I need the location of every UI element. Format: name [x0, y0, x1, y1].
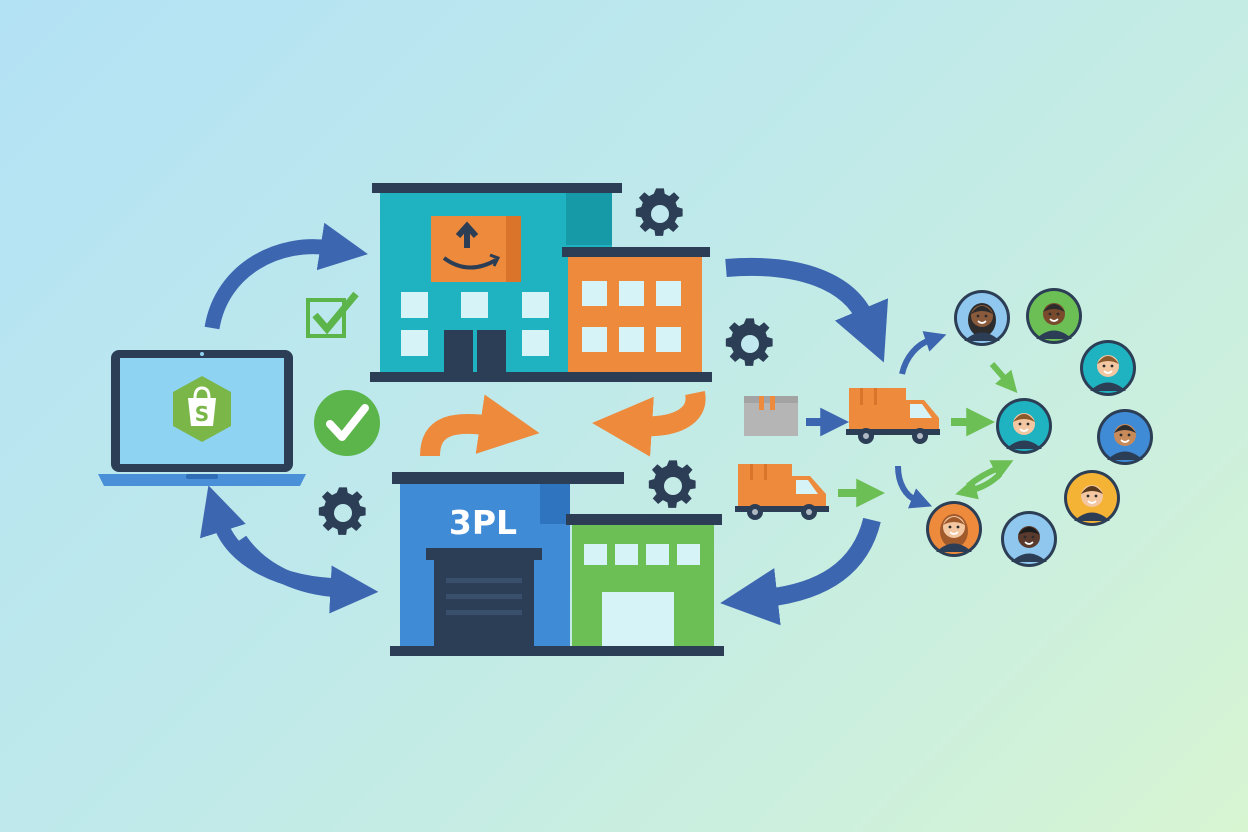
- package-icon: [744, 396, 798, 436]
- checkbox-icon: [306, 291, 359, 338]
- truck-icon: [846, 388, 940, 444]
- gear-icon: [725, 318, 773, 366]
- arrow-delivery-to-3pl: [720, 517, 881, 626]
- shopify-badge-letter: S: [195, 402, 209, 426]
- customer-avatar-icon: [926, 501, 982, 557]
- arrow-to-customer-top: [899, 331, 947, 375]
- customer-avatar-icon: [996, 398, 1052, 454]
- threepl-warehouse-icon: 3PL: [390, 472, 724, 656]
- gear-icon: [635, 188, 683, 236]
- arrow-to-customer-bottom: [895, 465, 933, 509]
- arrow-customer-referral: [989, 362, 1018, 394]
- shopify-bag-icon: S: [173, 376, 231, 442]
- customer-avatar-icon: [1064, 470, 1120, 526]
- customer-avatar-icon: [1080, 340, 1136, 396]
- customer-avatar-icon: [1097, 409, 1153, 465]
- arrow-customer-exchange-back: [955, 471, 1003, 500]
- customer-avatar-icon: [954, 290, 1010, 346]
- truck-icon: [735, 464, 829, 520]
- arrow-laptop-to-3pl: [233, 535, 379, 614]
- customer-group: [926, 288, 1153, 567]
- arrow-3pl-to-amazon: [420, 394, 540, 457]
- amazon-warehouse-icon: [370, 183, 712, 382]
- amazon-box-icon: [431, 216, 521, 282]
- gear-icon: [318, 487, 366, 535]
- customer-avatar-icon: [1026, 288, 1082, 344]
- arrow-amazon-to-delivery: [725, 257, 889, 363]
- warehouse-label: 3PL: [449, 503, 517, 542]
- check-circle-icon: [314, 390, 380, 456]
- arrow-amazon-to-3pl: [592, 391, 706, 457]
- customer-avatar-icon: [1001, 511, 1057, 567]
- gear-icon: [648, 460, 696, 508]
- arrow-laptop-to-amazon: [204, 222, 368, 330]
